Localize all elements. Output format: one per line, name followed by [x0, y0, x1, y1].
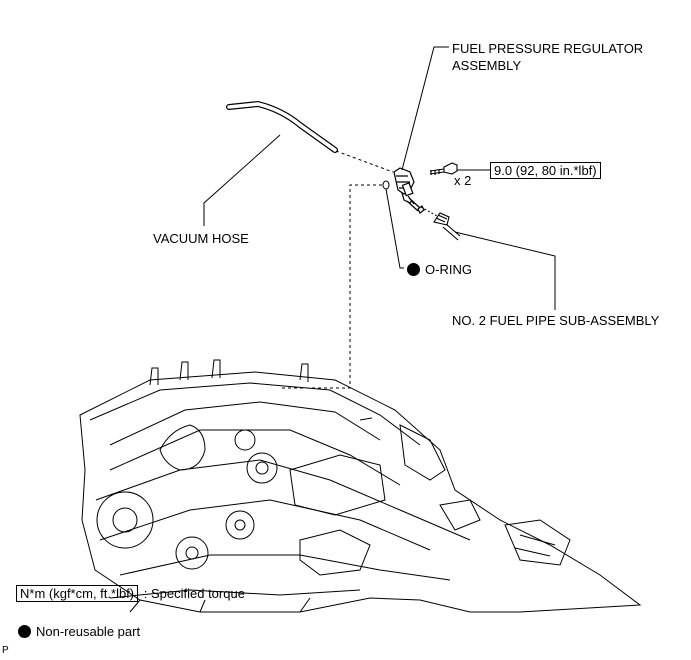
- regulator-label-line2: ASSEMBLY: [452, 58, 522, 73]
- torque-value-box: 9.0 (92, 80 in.*lbf): [490, 162, 601, 179]
- vacuum-hose: [226, 100, 338, 153]
- o-ring-part: [382, 180, 390, 190]
- non-reusable-dot-icon: [407, 263, 420, 276]
- fuel-pipe-leader-line: [454, 231, 556, 310]
- torque-legend-desc: : Specified torque: [143, 586, 245, 601]
- pipe-to-regulator-dashed-line: [420, 206, 438, 217]
- nonreusable-legend: Non-reusable part: [18, 623, 140, 640]
- bolt: [429, 162, 458, 175]
- o-ring-label: O-RING: [407, 261, 472, 278]
- vacuum-hose-label: VACUUM HOSE: [153, 231, 249, 246]
- o-ring-text: O-RING: [425, 262, 472, 277]
- non-reusable-dot-icon: [18, 625, 31, 638]
- vacuum-hose-leader-line: [203, 134, 281, 226]
- torque-legend: N*m (kgf*cm, ft.*lbf) : Specified torque: [16, 585, 245, 602]
- bolt-quantity: x 2: [454, 173, 472, 188]
- o-ring-leader-line: [385, 188, 404, 269]
- no2-fuel-pipe: [433, 212, 461, 241]
- fuel-pipe-label: NO. 2 FUEL PIPE SUB-ASSEMBLY: [452, 313, 660, 328]
- regulator-label-line1: FUEL PRESSURE REGULATOR: [452, 41, 644, 56]
- torque-legend-box: N*m (kgf*cm, ft.*lbf): [16, 585, 139, 602]
- nonreusable-legend-text: Non-reusable part: [36, 624, 141, 639]
- fuel-pressure-regulator-assembly: [393, 167, 425, 214]
- regulator-leader-line: [401, 46, 449, 171]
- corner-code: P: [2, 645, 9, 656]
- hose-to-regulator-dashed-line: [335, 150, 394, 173]
- engine-mount-dashed-line: [280, 184, 382, 389]
- regulator-label: FUEL PRESSURE REGULATOR ASSEMBLY: [452, 40, 643, 74]
- engine-assembly: [79, 359, 642, 613]
